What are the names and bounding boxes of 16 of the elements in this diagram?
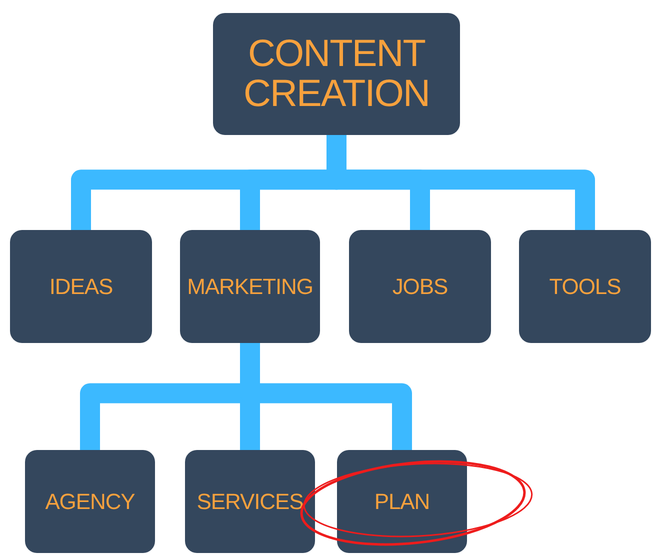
node-label: SERVICES [196, 488, 304, 516]
node-label: IDEAS [49, 272, 113, 300]
node-box [349, 230, 491, 343]
node-box [25, 450, 155, 553]
node-box [213, 13, 460, 135]
node-box [10, 230, 152, 343]
node-label: JOBS [392, 272, 448, 300]
node-label: TOOLS [549, 272, 621, 300]
node-label: MARKETING [187, 272, 313, 300]
node-label: AGENCY [45, 488, 135, 516]
node-box [519, 230, 651, 343]
node-box [185, 450, 315, 553]
node-box [180, 230, 320, 343]
node-label: PLAN [374, 488, 430, 516]
node-box [337, 450, 467, 553]
node-label: CONTENT CREATION [242, 34, 430, 114]
